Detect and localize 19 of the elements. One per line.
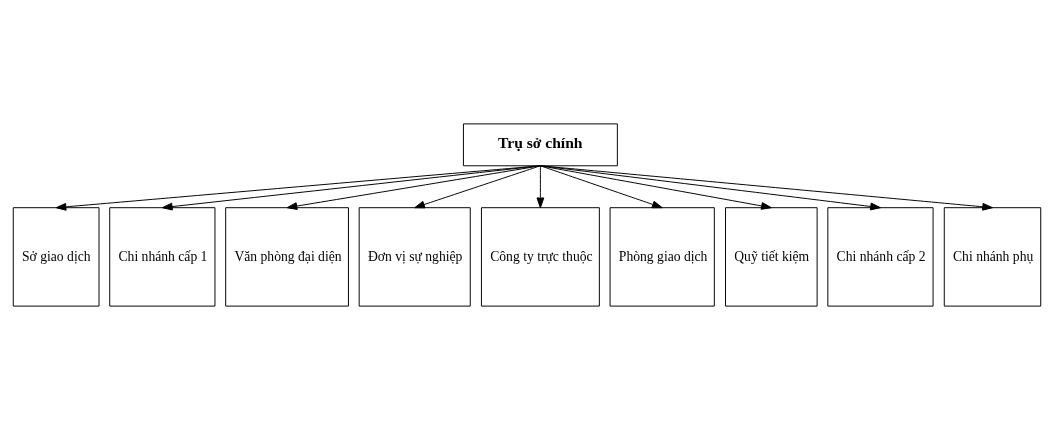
arrow bbox=[536, 164, 545, 208]
node-box: Đơn vị sự nghiệp bbox=[358, 206, 471, 307]
node-box: Chi nhánh cấp 2 bbox=[827, 206, 934, 307]
node-box: Chi nhánh cấp 1 bbox=[109, 206, 216, 307]
arrow bbox=[286, 164, 541, 210]
node-box: Sở giao dịch bbox=[12, 206, 100, 307]
node-box: Công ty trực thuộc bbox=[480, 206, 600, 307]
arrow bbox=[414, 164, 541, 208]
node-box: Chi nhánh phụ bbox=[943, 206, 1042, 307]
node-box: Văn phòng đại diện bbox=[225, 206, 349, 307]
node-box: Phòng giao dịch bbox=[609, 206, 715, 307]
arrow bbox=[161, 164, 541, 210]
arrow bbox=[55, 164, 541, 211]
node-box: Quỹ tiết kiệm bbox=[725, 206, 818, 307]
node-box: Trụ sở chính bbox=[462, 122, 618, 166]
arrow bbox=[539, 164, 881, 210]
arrow bbox=[539, 164, 772, 210]
arrow bbox=[539, 164, 993, 211]
arrow bbox=[539, 164, 663, 208]
